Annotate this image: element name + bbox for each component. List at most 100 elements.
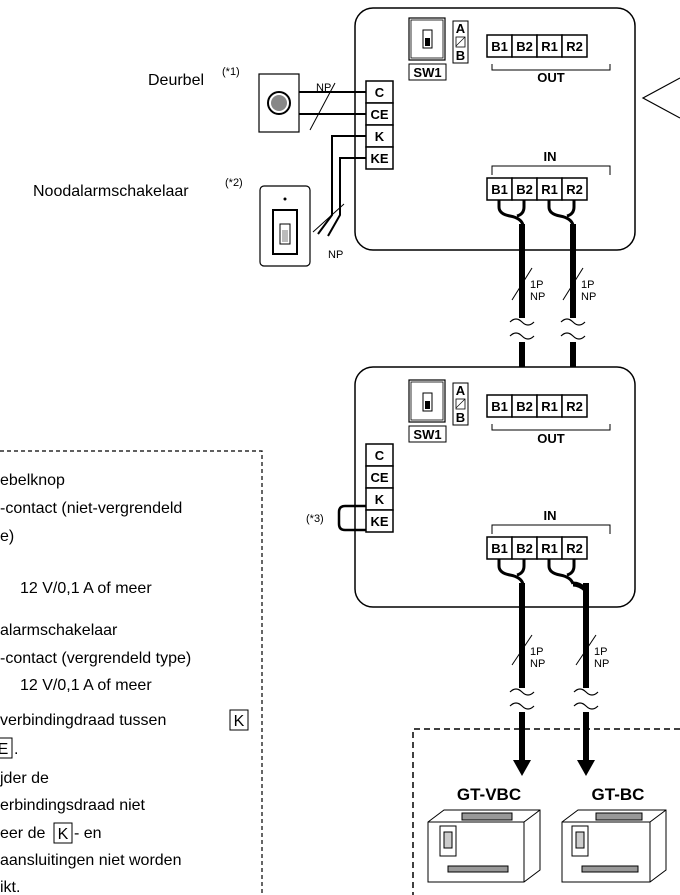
top-in-terminals: B1 B2 R1 R2: [486, 177, 588, 201]
note-line-3: e): [0, 528, 14, 545]
bottom-out-b2: B2: [516, 399, 533, 414]
note-period: .: [14, 741, 18, 758]
top-out-terminals: B1 B2 R1 R2: [486, 34, 588, 58]
top-sw1-label-box: [408, 63, 447, 81]
wire-1p-label-a: 1P: [530, 279, 543, 291]
pointer-triangle: [641, 77, 680, 119]
note-line-5: alarmschakelaar: [0, 622, 118, 639]
emergency-label: Noodalarmschakelaar: [33, 183, 189, 200]
wire-1p-label-d: 1P: [594, 646, 607, 658]
emergency-ref: (*2): [225, 177, 243, 189]
bottom-out-b1: B1: [491, 399, 508, 414]
boxed-k-1-text: K: [234, 713, 245, 730]
bottom-in-terminals: B1 B2 R1 R2: [486, 536, 588, 560]
top-term-k: K: [375, 129, 385, 144]
boxed-k-2: [53, 822, 73, 844]
k-ke-jumper: [337, 504, 366, 532]
top-side-terminals: C CE K KE: [365, 80, 394, 170]
cable-break-marks-2: [509, 688, 599, 710]
top-term-ce: CE: [370, 107, 388, 122]
boxed-k-2-text: K: [58, 826, 69, 843]
bottom-term-ce: CE: [370, 470, 388, 485]
top-out-label: OUT: [537, 70, 565, 85]
top-in-label: IN: [544, 149, 557, 164]
bottom-sw-mid: [455, 398, 466, 410]
emergency-switch-device: [259, 185, 311, 267]
bottom-out-label: OUT: [537, 431, 565, 446]
note-line-13: - en: [74, 825, 102, 842]
cable-break-marks-1: [509, 318, 586, 340]
gt-bc-device-icon: [561, 809, 667, 883]
doorbell-device: [258, 73, 300, 133]
note-line-15: ikt.: [0, 879, 20, 895]
top-unit: A B SW1 B1 B2 R1 R2 OUT IN B1 B2 R: [354, 7, 636, 251]
bottom-sw1-label-box: [408, 425, 447, 443]
top-out-r1: R1: [541, 39, 558, 54]
top-sw1-switch: [408, 17, 446, 61]
boxed-k-1: [229, 709, 249, 731]
bottom-sw1-switch: [408, 379, 446, 423]
top-in-b2: B2: [516, 182, 533, 197]
top-term-ke: KE: [370, 151, 388, 166]
note-line-12: eer de: [0, 825, 45, 842]
np-slash-emergency: [312, 203, 345, 233]
jumper-ref: (*3): [306, 513, 324, 525]
gt-vbc-device-icon: [427, 809, 541, 883]
top-sw-a: A: [456, 21, 466, 36]
bottom-term-c: C: [375, 448, 385, 463]
cable-r-pair-2: [547, 559, 595, 776]
note-line-8: verbindingdraad tussen: [0, 712, 166, 729]
bottom-in-b2: B2: [516, 541, 533, 556]
device-model-gt-bc: GT-BC: [592, 785, 645, 804]
emergency-wires: [317, 135, 366, 237]
bottom-out-r2: R2: [566, 399, 583, 414]
device-model-gt-vbc: GT-VBC: [457, 785, 521, 804]
note-line-14: aansluitingen niet worden: [0, 852, 181, 869]
doorbell-label: Deurbel: [148, 72, 204, 89]
top-term-c: C: [375, 85, 385, 100]
top-in-r2: R2: [566, 182, 583, 197]
note-line-6: -contact (vergrendeld type): [0, 650, 191, 667]
note-line-1: ebelknop: [0, 472, 65, 489]
top-sw-mid: [455, 36, 466, 48]
cable-b-pair-2: [497, 559, 531, 776]
note-line-10: jder de: [0, 770, 49, 787]
bottom-term-ke: KE: [370, 514, 388, 529]
doorbell-wires: [299, 91, 366, 115]
top-in-r1: R1: [541, 182, 558, 197]
wire-np-label-d: NP: [594, 658, 609, 670]
top-out-b2: B2: [516, 39, 533, 54]
bottom-out-r1: R1: [541, 399, 558, 414]
wire-1p-label-c: 1P: [530, 646, 543, 658]
note-line-7: 12 V/0,1 A of meer: [20, 677, 152, 694]
note-line-11: erbindingsdraad niet: [0, 797, 146, 814]
bottom-sw1-label: SW1: [413, 427, 441, 442]
bottom-in-b1: B1: [491, 541, 508, 556]
note-line-2: -contact (niet-vergrendeld: [0, 500, 182, 517]
top-out-b1: B1: [491, 39, 508, 54]
np-slash-doorbell: [309, 82, 336, 131]
wire-np-label-a: NP: [530, 291, 545, 303]
note-line-4: 12 V/0,1 A of meer: [20, 580, 152, 597]
bottom-out-terminals: B1 B2 R1 R2: [486, 394, 588, 418]
bottom-sw-b: B: [456, 410, 465, 425]
bottom-unit: A B SW1 B1 B2 R1 R2 OUT IN B1 B2 R1 R2: [354, 366, 636, 608]
top-sw1-label: SW1: [413, 65, 441, 80]
bottom-side-terminals: C CE K KE: [365, 443, 394, 533]
bottom-sw-a: A: [456, 383, 466, 398]
wire-1p-label-b: 1P: [581, 279, 594, 291]
bottom-term-k: K: [375, 492, 385, 507]
np-label-emergency: NP: [328, 249, 343, 261]
bottom-in-r2: R2: [566, 541, 583, 556]
wire-np-label-b: NP: [581, 291, 596, 303]
np-label-doorbell: NP: [316, 82, 331, 94]
doorbell-ref: (*1): [222, 66, 240, 78]
note-line-9: E: [0, 741, 8, 758]
bottom-in-label: IN: [544, 508, 557, 523]
top-sw-b: B: [456, 48, 465, 63]
bottom-in-r1: R1: [541, 541, 558, 556]
top-out-r2: R2: [566, 39, 583, 54]
boxed-e: [0, 737, 13, 759]
top-in-b1: B1: [491, 182, 508, 197]
